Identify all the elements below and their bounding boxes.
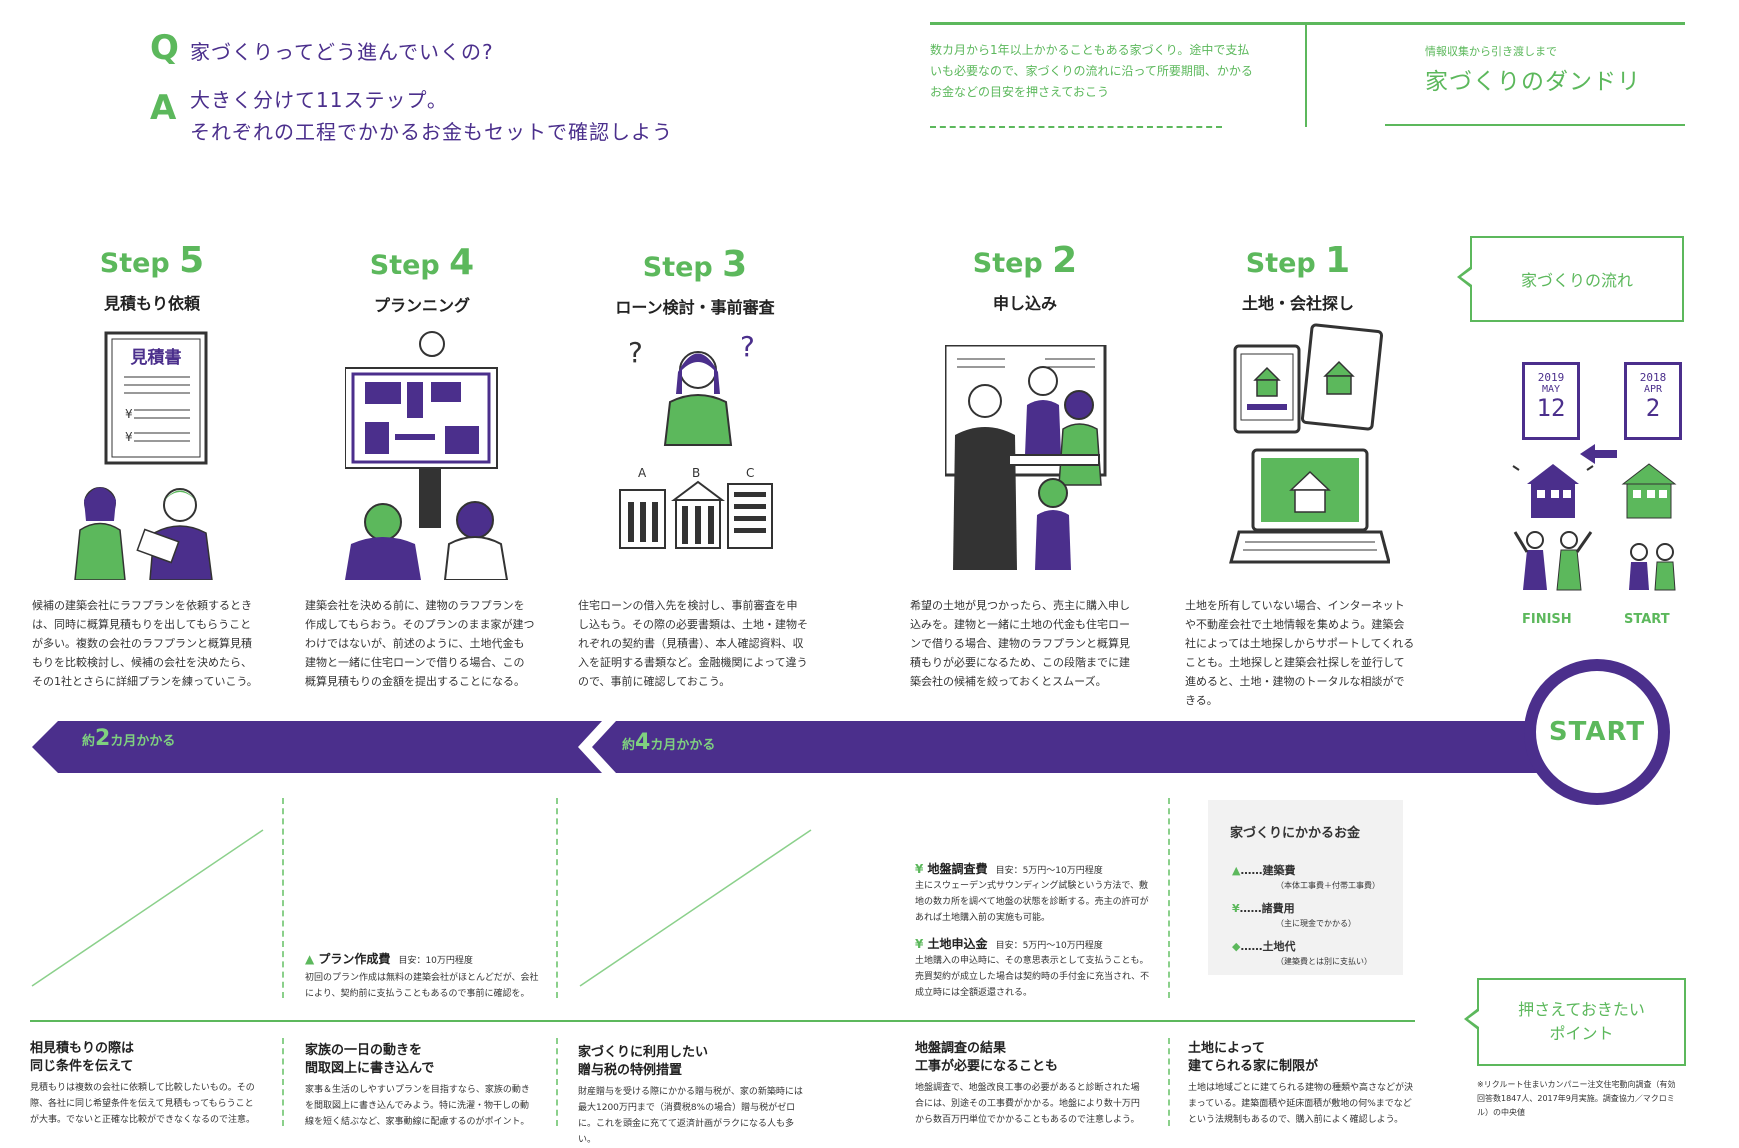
estimate-doc-label: 見積書	[130, 347, 182, 368]
answer-line1: 大きく分けて11ステップ。	[190, 88, 448, 112]
point-2: 家族の一日の動きを 間取図上に書き込んで 家事＆生活のしやすいプランを目指すなら…	[305, 1043, 530, 1127]
points-top-rule	[30, 1020, 1415, 1022]
deposit-cost-title: ¥ 土地申込金目安：5万円〜10万円程度	[915, 937, 1103, 951]
estimate-illustration: 見積書 ¥ ¥	[74, 331, 213, 580]
header-title: 家づくりのダンドリ	[1425, 69, 1641, 95]
timeline-mid-duration: 約4カ月かかる	[622, 730, 716, 755]
calendar-start-month: APR	[1643, 384, 1663, 395]
timeline-left-duration: 約2カ月かかる	[82, 726, 176, 751]
legend-item-construction: ▲……建築費	[1232, 864, 1296, 877]
bank-a-label: A	[638, 466, 647, 480]
cost-divider-3	[1168, 798, 1170, 998]
search-illustration	[1229, 323, 1390, 564]
calendar-finish-year: 2019	[1537, 371, 1565, 384]
calendar-start-year: 2018	[1639, 371, 1667, 384]
step2-label: Step 2	[972, 240, 1078, 281]
point-1: 相見積もりの際は 同じ条件を伝えて 見積もりは複数の会社に依頼して比較したいもの…	[30, 1041, 256, 1125]
planning-illustration	[345, 331, 509, 580]
no-cost-slash-step5	[31, 829, 264, 987]
calendar-start-day: 2	[1645, 394, 1661, 422]
step1-desc: 土地を所有していない場合、インターネットや不動産会社で土地情報を集めよう。建築会…	[1185, 599, 1415, 707]
question-text: 家づくりってどう進んでいくの?	[190, 40, 494, 64]
no-cost-slash-step3	[579, 829, 812, 987]
ground-cost-desc: 主にスウェーデン式サウンディング試験という方法で、敷地の数カ所を調べて地盤の状態…	[915, 881, 1149, 923]
header-top-rule	[930, 22, 1685, 25]
intro-text: 数カ月から1年以上かかることもある家づくり。途中で支払いも必要なので、家づくりの…	[930, 43, 1253, 99]
calendar-finish-day: 12	[1536, 394, 1566, 422]
step1-label: Step 1	[1245, 240, 1351, 281]
calendar-start: 2018 APR 2	[1624, 362, 1682, 440]
svg-text:?: ?	[628, 336, 643, 369]
finish-start-illustration	[1512, 444, 1677, 591]
yen-icon: ¥	[915, 937, 924, 951]
svg-text:?: ?	[740, 330, 755, 363]
header-divider	[1305, 25, 1307, 127]
house-icon: ▲	[1232, 864, 1241, 877]
step4-desc: 建築会社を決める前に、建物のラフプランを作成してもらおう。そのプランのまま家が建…	[305, 599, 535, 688]
header-subtitle: 情報収集から引き渡しまで	[1425, 45, 1557, 58]
loan-illustration: ? ? A B C	[619, 330, 773, 549]
step2-desc: 希望の土地が見つかったら、売主に購入申し込みを。建物と一緒に土地の代金も住宅ロー…	[910, 599, 1130, 688]
deposit-cost-desc: 土地購入の申込時に、その意思表示として支払うことも。売買契約が成立した場合は契約…	[915, 956, 1150, 998]
step3-title: ローン検討・事前審査	[615, 298, 775, 317]
step2-title: 申し込み	[992, 294, 1057, 313]
start-circle-label: START	[1548, 717, 1646, 747]
calendar-finish: 2019 MAY 12	[1522, 362, 1580, 440]
application-illustration	[945, 345, 1107, 570]
cost-divider-2	[556, 798, 558, 998]
q-letter: Q	[150, 28, 179, 68]
timeline-bar	[32, 721, 1560, 773]
plan-cost-title: ▲ プラン作成費目安：10万円程度	[305, 952, 473, 966]
step4-label: Step 4	[369, 242, 475, 283]
cost-divider-1	[282, 798, 284, 998]
start-small-label: START	[1624, 612, 1670, 627]
answer-line2: それぞれの工程でかかるお金もセットで確認しよう	[190, 120, 673, 144]
step4-title: プランニング	[373, 296, 470, 315]
svg-text:¥: ¥	[125, 407, 133, 421]
plan-cost-desc: 初回のプラン作成は無料の建築会社がほとんどだが、会社により、契約前に支払うことも…	[305, 973, 539, 999]
svg-text:¥: ¥	[125, 430, 133, 444]
house-icon: ▲	[305, 952, 315, 966]
yen-icon: ¥	[915, 862, 924, 876]
step3-label: Step 3	[642, 244, 748, 285]
points-callout: 押さえておきたい ポイント	[1477, 978, 1686, 1066]
land-icon: ◆	[1232, 940, 1241, 953]
intro-dashed-rule	[930, 126, 1222, 128]
point-4: 地盤調査の結果 工事が必要になることも 地盤調査で、地盤改良工事の必要があると診…	[915, 1041, 1140, 1125]
header-bottom-rule	[1385, 124, 1685, 126]
flow-callout: 家づくりの流れ	[1470, 236, 1684, 322]
start-circle: START	[1524, 659, 1670, 805]
bank-c-label: C	[746, 466, 754, 480]
yen-icon: ¥	[1232, 902, 1240, 915]
a-letter: A	[150, 88, 177, 128]
legend-title: 家づくりにかかるお金	[1230, 826, 1361, 841]
legend-item-land: ◆……土地代	[1232, 940, 1296, 953]
legend-item-misc: ¥……諸費用	[1232, 902, 1295, 915]
finish-label: FINISH	[1522, 612, 1572, 627]
step1-title: 土地・会社探し	[1241, 294, 1354, 313]
step5-label: Step 5	[99, 240, 205, 281]
ground-cost-title: ¥ 地盤調査費目安：5万円〜10万円程度	[915, 862, 1103, 876]
calendar-finish-month: MAY	[1541, 384, 1561, 395]
point-5: 土地によって 建てられる家に制限が 土地は地域ごとに建てられる建物の種類や高さな…	[1188, 1041, 1414, 1125]
step3-desc: 住宅ローンの借入先を検討し、事前審査を申し込もう。その際の必要書類は、土地・建物…	[578, 599, 809, 688]
point-3: 家づくりに利用したい 贈与税の特例措置 財産贈与を受ける際にかかる贈与税が、家の…	[578, 1045, 803, 1145]
bank-b-label: B	[692, 466, 700, 480]
flow-callout-text: 家づくりの流れ	[1520, 271, 1633, 290]
step5-title: 見積もり依頼	[103, 294, 200, 313]
step5-desc: 候補の建築会社にラフプランを依頼するときは、同時に概算見積もりを出してもらうこと…	[32, 599, 258, 688]
money-legend: 家づくりにかかるお金 ▲……建築費 （本体工事費＋付帯工事費） ¥……諸費用 （…	[1208, 800, 1403, 975]
footnote: ※リクルート住まいカンパニー注文住宅動向調査（有効回答数1847人、2017年9…	[1477, 1080, 1676, 1117]
